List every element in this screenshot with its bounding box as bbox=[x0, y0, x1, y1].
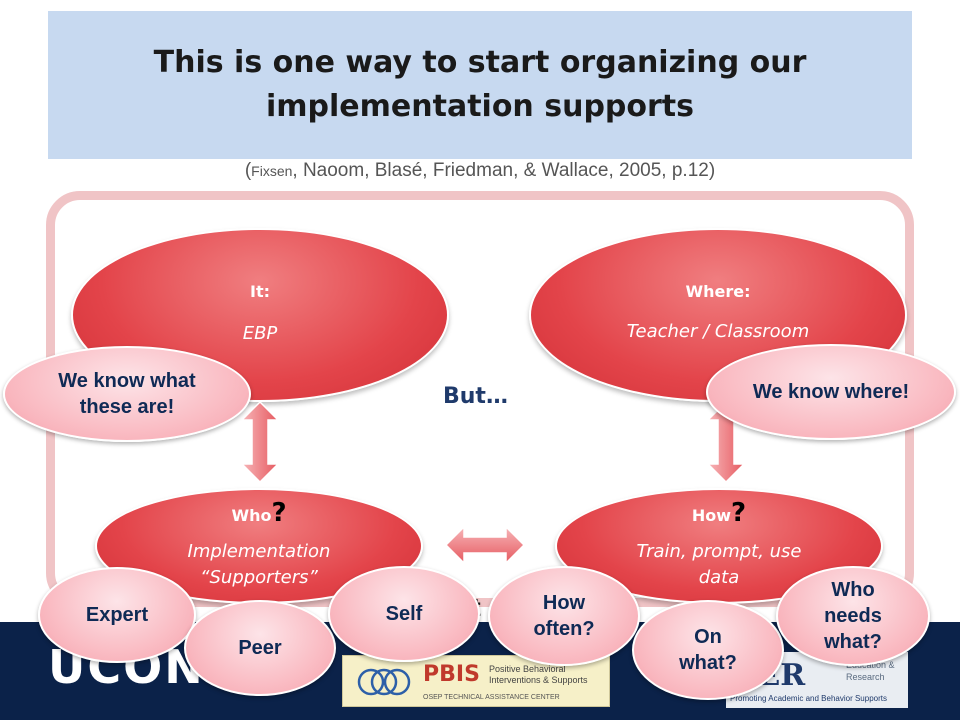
page-title: This is one way to start organizing our … bbox=[153, 45, 807, 124]
quadrant-who-value-1: Implementation bbox=[187, 541, 331, 562]
pbis-word: PBIS bbox=[423, 662, 480, 687]
quadrant-who-label: Who bbox=[231, 506, 272, 525]
cber-tagline: Promoting Academic and Behavior Supports bbox=[730, 694, 887, 703]
bubble-on-what: On what? bbox=[632, 600, 784, 700]
cber-line-1: Education & bbox=[846, 660, 895, 670]
cber-line-2: Research bbox=[846, 672, 885, 682]
quadrant-how-heading: How? bbox=[557, 498, 881, 528]
pbis-line-1: Positive Behavioral bbox=[489, 664, 566, 674]
citation-rest: , Naoom, Blasé, Friedman, & Wallace, 200… bbox=[292, 160, 716, 181]
pbis-line-2: Interventions & Supports bbox=[489, 675, 588, 685]
bubble-how-often: How often? bbox=[488, 566, 640, 666]
quadrant-how-value-1: Train, prompt, use bbox=[636, 541, 802, 562]
arrow-it-who bbox=[240, 400, 280, 484]
quadrant-how-value-2: data bbox=[698, 567, 740, 588]
quadrant-who-value-2: “Supporters” bbox=[200, 567, 318, 588]
quadrant-who-heading: Who? bbox=[97, 498, 421, 528]
quadrant-where-value: Teacher / Classroom bbox=[626, 321, 810, 342]
bubble-peer: Peer bbox=[184, 600, 336, 696]
quadrant-how-question: ? bbox=[731, 498, 747, 528]
title-banner: This is one way to start organizing our … bbox=[48, 11, 912, 159]
bubble-we-know-these: We know what these are! bbox=[3, 346, 251, 442]
quadrant-how-label: How bbox=[691, 506, 732, 525]
pbis-rings-icon bbox=[357, 668, 411, 696]
citation-open: ( bbox=[244, 160, 252, 181]
citation: (Fixsen, Naoom, Blasé, Friedman, & Walla… bbox=[48, 160, 912, 182]
bubble-self: Self bbox=[328, 566, 480, 662]
bubble-we-know-where: We know where! bbox=[706, 344, 956, 440]
quadrant-where-label: Where: bbox=[685, 282, 751, 301]
pbis-subtitle: OSEP TECHNICAL ASSISTANCE CENTER bbox=[423, 694, 560, 701]
but-text: But… bbox=[443, 384, 508, 409]
quadrant-who-question: ? bbox=[271, 498, 287, 528]
quadrant-it-label: It: bbox=[250, 282, 270, 301]
bubble-who-needs-what: Who needs what? bbox=[776, 566, 930, 666]
quadrant-it-value: EBP bbox=[242, 323, 278, 344]
bubble-expert: Expert bbox=[38, 567, 196, 663]
citation-first-author: Fixsen bbox=[251, 163, 293, 179]
arrow-who-how bbox=[444, 525, 526, 565]
